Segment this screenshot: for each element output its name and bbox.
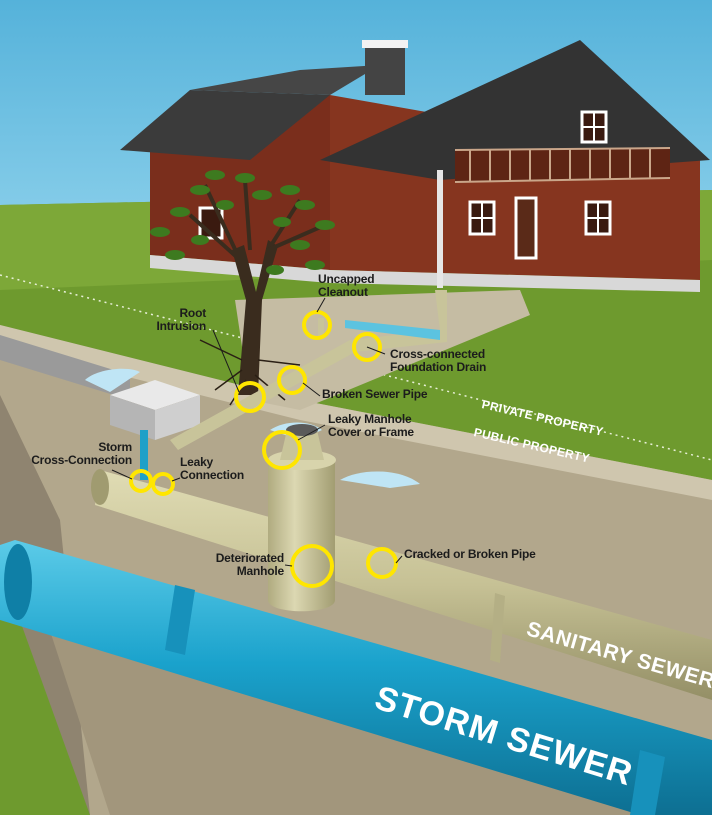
- callout-rings: [129, 310, 398, 588]
- callout-deteriorated-manhole: Deteriorated Manhole: [215, 551, 284, 578]
- callout-storm-cross-connection: Storm Cross-Connection: [31, 440, 132, 467]
- tree: [150, 170, 335, 406]
- leader-lines: [111, 297, 403, 567]
- sanitary-sewer-pipe: [91, 469, 712, 700]
- manhole: [268, 424, 336, 612]
- callout-cracked-broken-pipe: Cracked or Broken Pipe: [404, 547, 536, 561]
- callout-leaky-manhole-cover: Leaky Manhole Cover or Frame: [328, 412, 414, 439]
- callout-leaky-connection: Leaky Connection: [180, 455, 244, 482]
- callout-cross-connected-foundation-drain: Cross-connected Foundation Drain: [390, 347, 487, 374]
- private-lateral: [170, 290, 447, 450]
- callout-root-intrusion: Root Intrusion: [156, 306, 206, 333]
- house: [120, 40, 710, 292]
- storm-sewer-pipe: [0, 540, 712, 815]
- callout-broken-sewer-pipe: Broken Sewer Pipe: [322, 387, 428, 401]
- callout-uncapped-cleanout: Uncapped Cleanout: [318, 272, 375, 299]
